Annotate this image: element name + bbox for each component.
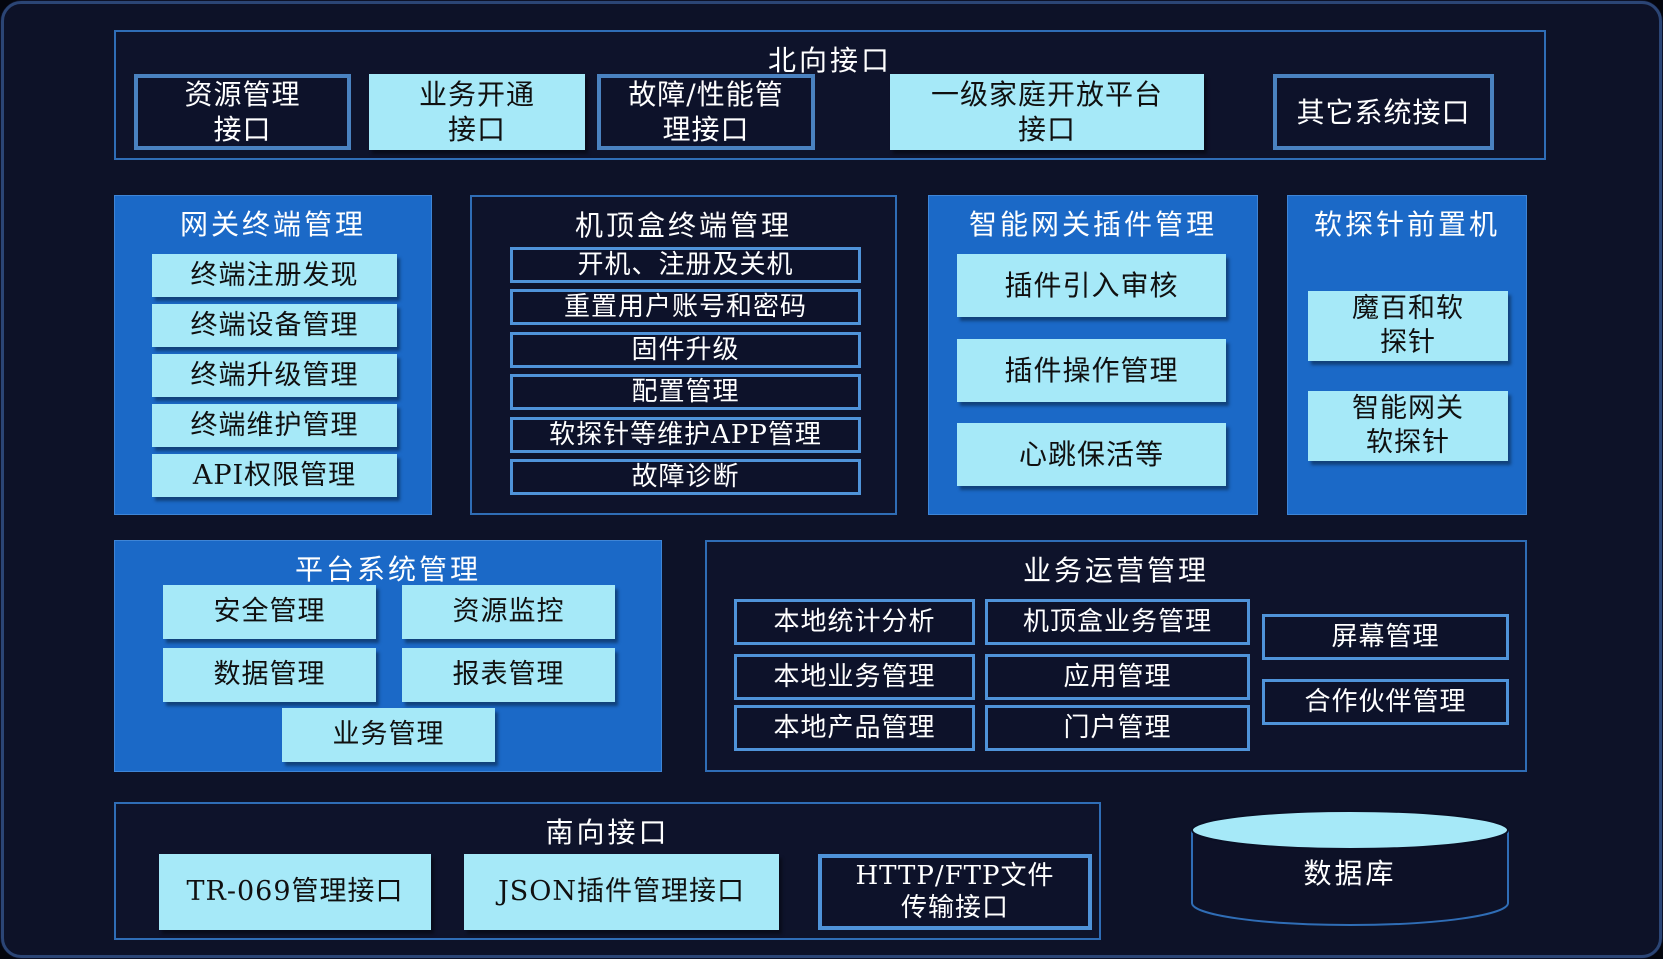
mobaihe-probe-label: 魔百和软探针 xyxy=(1351,293,1464,358)
plugin-mgmt-panel: 智能网关插件管理 插件引入审核 插件操作管理 心跳保活等 xyxy=(928,195,1258,515)
data-mgmt-box: 数据管理 xyxy=(163,648,376,702)
probe-app-mgmt-label: 软探针等维护APP管理 xyxy=(549,419,822,450)
local-statistics-label: 本地统计分析 xyxy=(773,606,936,637)
gateway-terminal-panel: 网关终端管理 终端注册发现 终端设备管理 终端升级管理 终端维护管理 API权限… xyxy=(114,195,432,515)
local-product-mgmt-box: 本地产品管理 xyxy=(734,705,975,751)
json-plugin-interface-box: JSON插件管理接口 xyxy=(464,854,779,930)
power-register-shutdown-box: 开机、注册及关机 xyxy=(510,247,861,283)
business-operation-title: 业务运营管理 xyxy=(1022,554,1209,587)
mobaihe-probe-box: 魔百和软探针 xyxy=(1308,291,1508,361)
business-operation-panel: 业务运营管理 本地统计分析 本地业务管理 本地产品管理 机顶盒业务管理 应用管理… xyxy=(705,540,1527,772)
database-cylinder-icon xyxy=(1191,810,1509,926)
terminal-device-mgmt-label: 终端设备管理 xyxy=(190,309,359,341)
gateway-terminal-title: 网关终端管理 xyxy=(179,208,366,241)
gateway-probe-box: 智能网关软探针 xyxy=(1308,391,1508,461)
screen-mgmt-label: 屏幕管理 xyxy=(1331,621,1440,652)
portal-mgmt-label: 门户管理 xyxy=(1063,712,1172,743)
reset-account-password-box: 重置用户账号和密码 xyxy=(510,289,861,325)
http-ftp-interface-label: HTTP/FTP文件传输接口 xyxy=(855,860,1055,924)
resource-management-interface-label: 资源管理接口 xyxy=(184,78,301,146)
soft-probe-panel: 软探针前置机 魔百和软探针 智能网关软探针 xyxy=(1287,195,1527,515)
firmware-upgrade-label: 固件升级 xyxy=(631,334,740,365)
gateway-probe-label: 智能网关软探针 xyxy=(1351,393,1464,458)
heartbeat-keepalive-label: 心跳保活等 xyxy=(1018,438,1164,471)
local-statistics-box: 本地统计分析 xyxy=(734,599,975,645)
reset-account-password-label: 重置用户账号和密码 xyxy=(563,291,807,322)
north-interface-title: 北向接口 xyxy=(767,44,892,77)
config-mgmt-box: 配置管理 xyxy=(510,374,861,410)
power-register-shutdown-label: 开机、注册及关机 xyxy=(577,249,794,280)
json-plugin-interface-label: JSON插件管理接口 xyxy=(497,876,746,908)
stb-service-mgmt-box: 机顶盒业务管理 xyxy=(985,599,1250,645)
fault-performance-interface-box: 故障/性能管理接口 xyxy=(597,74,815,150)
terminal-upgrade-mgmt-box: 终端升级管理 xyxy=(152,354,397,397)
partner-mgmt-label: 合作伙伴管理 xyxy=(1304,686,1467,717)
home-open-platform-interface-label: 一级家庭开放平台接口 xyxy=(930,78,1163,146)
resource-management-interface-box: 资源管理接口 xyxy=(134,74,351,150)
firmware-upgrade-box: 固件升级 xyxy=(510,332,861,368)
config-mgmt-label: 配置管理 xyxy=(631,376,740,407)
data-mgmt-label: 数据管理 xyxy=(213,659,326,691)
fault-performance-interface-label: 故障/性能管理接口 xyxy=(628,78,784,146)
app-mgmt-label: 应用管理 xyxy=(1063,661,1172,692)
service-provisioning-interface-label: 业务开通接口 xyxy=(418,78,535,146)
fault-diagnosis-box: 故障诊断 xyxy=(510,459,861,495)
terminal-maintenance-mgmt-box: 终端维护管理 xyxy=(152,404,397,447)
plugin-mgmt-title: 智能网关插件管理 xyxy=(968,208,1217,241)
stb-service-mgmt-label: 机顶盒业务管理 xyxy=(1022,606,1212,637)
plugin-intro-review-label: 插件引入审核 xyxy=(1004,269,1179,302)
terminal-registration-box: 终端注册发现 xyxy=(152,254,397,297)
resource-monitor-box: 资源监控 xyxy=(402,585,615,639)
screen-mgmt-box: 屏幕管理 xyxy=(1262,614,1509,660)
security-mgmt-label: 安全管理 xyxy=(213,596,326,628)
local-service-mgmt-label: 本地业务管理 xyxy=(773,661,936,692)
service-mgmt-label: 业务管理 xyxy=(332,719,445,751)
north-interface-panel: 北向接口 资源管理接口 业务开通接口 故障/性能管理接口 一级家庭开放平台接口 … xyxy=(114,30,1546,160)
app-mgmt-box: 应用管理 xyxy=(985,654,1250,700)
resource-monitor-label: 资源监控 xyxy=(452,596,565,628)
fault-diagnosis-label: 故障诊断 xyxy=(631,461,740,492)
api-permission-mgmt-box: API权限管理 xyxy=(152,454,397,497)
plugin-operation-mgmt-box: 插件操作管理 xyxy=(957,339,1226,402)
service-mgmt-box: 业务管理 xyxy=(282,708,495,762)
database-label: 数据库 xyxy=(1303,857,1397,890)
south-interface-panel: 南向接口 TR-069管理接口 JSON插件管理接口 HTTP/FTP文件传输接… xyxy=(114,802,1101,940)
other-system-interface-box: 其它系统接口 xyxy=(1273,74,1494,150)
stb-terminal-title: 机顶盒终端管理 xyxy=(574,209,792,242)
other-system-interface-label: 其它系统接口 xyxy=(1296,95,1471,129)
tr069-interface-box: TR-069管理接口 xyxy=(159,854,431,930)
soft-probe-title: 软探针前置机 xyxy=(1313,208,1500,241)
platform-system-panel: 平台系统管理 安全管理 资源监控 数据管理 报表管理 业务管理 xyxy=(114,540,662,772)
report-mgmt-box: 报表管理 xyxy=(402,648,615,702)
platform-system-title: 平台系统管理 xyxy=(294,553,481,586)
local-service-mgmt-box: 本地业务管理 xyxy=(734,654,975,700)
local-product-mgmt-label: 本地产品管理 xyxy=(773,712,936,743)
terminal-registration-label: 终端注册发现 xyxy=(190,259,359,291)
api-permission-mgmt-label: API权限管理 xyxy=(192,459,357,491)
tr069-interface-label: TR-069管理接口 xyxy=(186,876,404,908)
plugin-intro-review-box: 插件引入审核 xyxy=(957,254,1226,317)
heartbeat-keepalive-box: 心跳保活等 xyxy=(957,423,1226,486)
terminal-upgrade-mgmt-label: 终端升级管理 xyxy=(190,359,359,391)
home-open-platform-interface-box: 一级家庭开放平台接口 xyxy=(890,74,1204,150)
http-ftp-interface-box: HTTP/FTP文件传输接口 xyxy=(818,854,1092,930)
south-interface-title: 南向接口 xyxy=(545,816,670,849)
security-mgmt-box: 安全管理 xyxy=(163,585,376,639)
service-provisioning-interface-box: 业务开通接口 xyxy=(369,74,585,150)
portal-mgmt-box: 门户管理 xyxy=(985,705,1250,751)
terminal-maintenance-mgmt-label: 终端维护管理 xyxy=(190,409,359,441)
terminal-device-mgmt-box: 终端设备管理 xyxy=(152,304,397,347)
probe-app-mgmt-box: 软探针等维护APP管理 xyxy=(510,417,861,453)
partner-mgmt-box: 合作伙伴管理 xyxy=(1262,679,1509,725)
plugin-operation-mgmt-label: 插件操作管理 xyxy=(1004,354,1179,387)
report-mgmt-label: 报表管理 xyxy=(452,659,565,691)
stb-terminal-panel: 机顶盒终端管理 开机、注册及关机 重置用户账号和密码 固件升级 配置管理 软探针… xyxy=(470,195,897,515)
